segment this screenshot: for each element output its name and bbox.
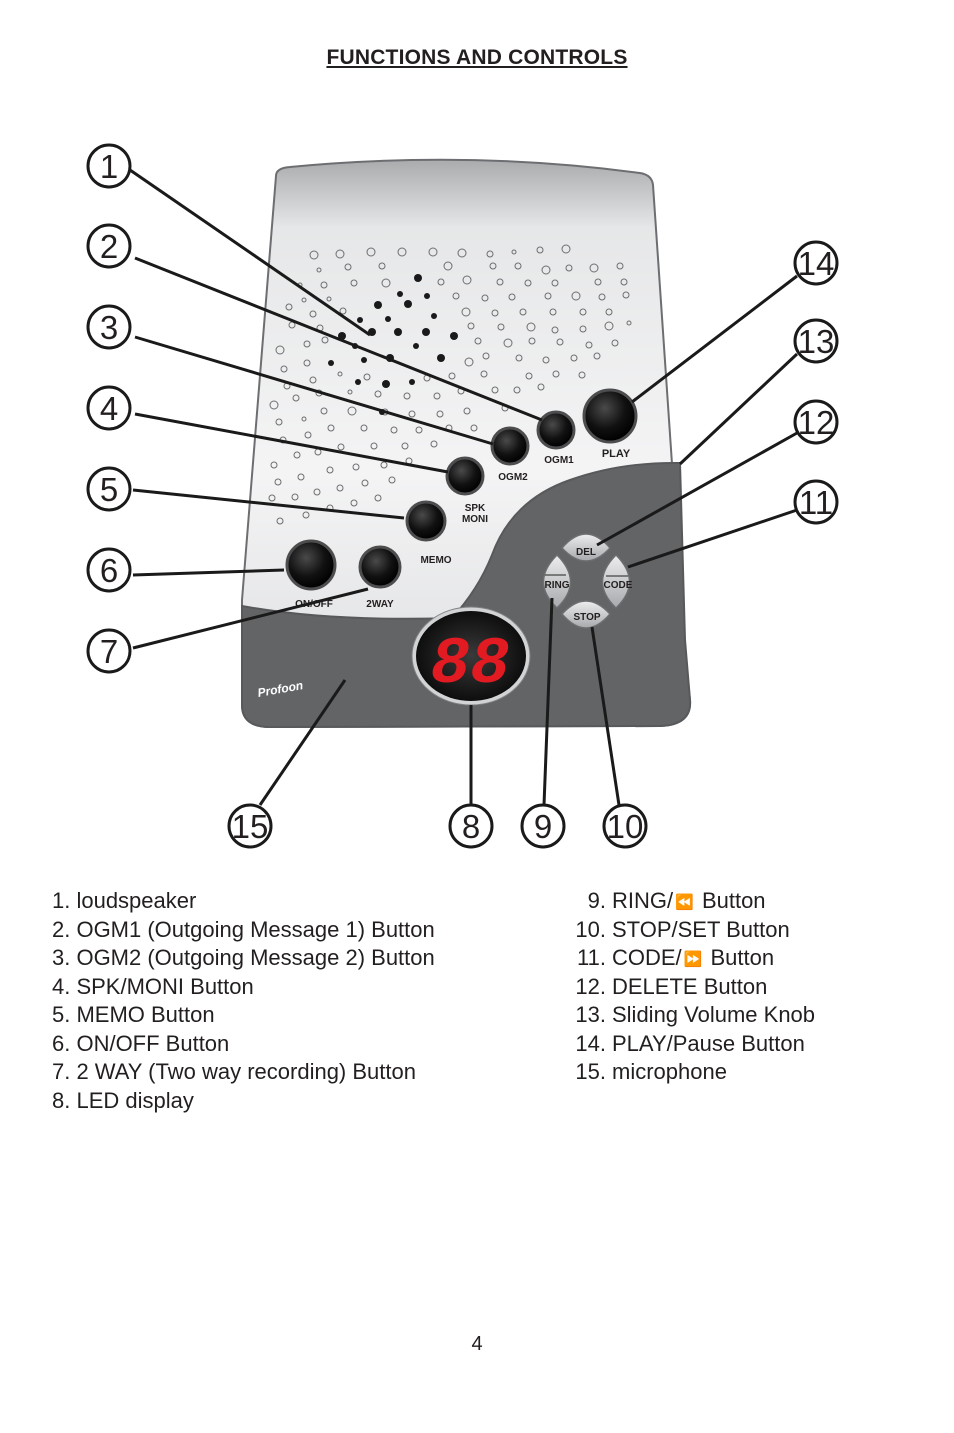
spk-moni-button[interactable] [445, 456, 485, 496]
loudspeaker-grille [268, 244, 632, 525]
play-label: PLAY [602, 448, 631, 460]
legend-text: DELETE Button [612, 973, 768, 999]
memo-button[interactable] [405, 500, 447, 542]
del-button[interactable]: DEL [560, 533, 612, 562]
legend-item: 6. ON/OFF Button [52, 1030, 230, 1056]
stop-label: STOP [573, 612, 600, 623]
legend-number: 10. [575, 916, 606, 942]
callout-4-number: 4 [100, 390, 118, 427]
legend-number: 14. [575, 1030, 606, 1056]
ogm1-button[interactable] [536, 410, 576, 450]
legend-text-suffix: Button [710, 945, 775, 970]
twoway-button[interactable] [358, 545, 402, 589]
legend-item: 1. loudspeaker [52, 888, 197, 913]
legend-text: Sliding Volume Knob [612, 1002, 816, 1027]
callout-8: 8 [448, 803, 494, 849]
callout-12: 12 [793, 399, 839, 445]
led-display: 88 [411, 606, 531, 706]
callout-12-number: 12 [798, 404, 835, 441]
callout-2: 2 [86, 223, 132, 269]
callout-1-number: 1 [100, 148, 118, 185]
callout-4: 4 [86, 385, 132, 431]
legend-item: 3. OGM2 (Outgoing Message 2) Button [52, 945, 435, 970]
ogm2-button[interactable] [490, 426, 530, 466]
ogm2-label: OGM2 [498, 472, 528, 483]
callout-13-number: 13 [798, 323, 835, 360]
code-label: CODE [604, 580, 633, 591]
callout-11: 11 [793, 479, 839, 525]
play-button[interactable] [582, 388, 638, 444]
led-digits: 88 [430, 627, 509, 702]
legend-number: 9. [587, 888, 606, 913]
onoff-label: ON/OFF [295, 599, 333, 610]
onoff-button[interactable] [285, 539, 337, 591]
callout-11-number: 11 [799, 484, 833, 521]
control-panel [241, 461, 692, 729]
legend-right: 9.RING/⏪ Button 10.STOP/SET Button 11.CO… [566, 887, 815, 1087]
callout-10-number: 10 [607, 808, 644, 845]
legend-item: 5. MEMO Button [52, 1002, 215, 1027]
legend-item: 8. LED display [52, 1087, 194, 1113]
callout-7: 7 [86, 628, 132, 674]
fast-forward-icon: ⏩ [683, 951, 703, 968]
code-button[interactable]: CODE [601, 553, 633, 610]
stop-button[interactable]: STOP [560, 600, 612, 629]
legend-text: STOP/SET Button [612, 916, 790, 942]
leader-lines [129, 168, 799, 806]
legend-item: 2. OGM1 (Outgoing Message 1) Button [52, 916, 435, 942]
navigation-pad: DEL RING CODE STOP [542, 533, 633, 629]
legend-text-suffix: Button [701, 888, 766, 913]
spk-label-line1: SPK [465, 503, 486, 514]
legend-item: 10.STOP/SET Button [566, 916, 815, 945]
callout-7-number: 7 [100, 633, 118, 670]
legend-item: 4. SPK/MONI Button [52, 973, 254, 999]
callout-9: 9 [520, 803, 566, 849]
del-label: DEL [576, 547, 596, 558]
memo-label: MEMO [420, 555, 451, 566]
callout-3: 3 [86, 304, 132, 350]
callout-9-number: 9 [534, 808, 552, 845]
legend-left: 1. loudspeaker 2. OGM1 (Outgoing Message… [52, 887, 435, 1115]
legend-item: 13.Sliding Volume Knob [566, 1001, 815, 1030]
callout-2-number: 2 [100, 228, 118, 265]
callout-6: 6 [86, 547, 132, 593]
page-number: 4 [471, 1333, 483, 1355]
callout-1: 1 [86, 143, 132, 189]
callout-5: 5 [86, 466, 132, 512]
legend-item: 12.DELETE Button [566, 973, 815, 1002]
legend-item: 11.CODE/⏩ Button [566, 944, 815, 973]
callout-6-number: 6 [100, 552, 118, 589]
legend-item: 15.microphone [566, 1058, 815, 1087]
callout-14-number: 14 [798, 245, 835, 282]
spk-label-line2: MONI [462, 514, 488, 525]
ring-button[interactable]: RING [542, 553, 572, 610]
callout-15: 15 [227, 803, 273, 849]
callout-15-number: 15 [232, 808, 269, 845]
rewind-icon: ⏪ [675, 894, 694, 911]
callout-10: 10 [602, 803, 648, 849]
callout-14: 14 [793, 240, 839, 286]
ogm1-label: OGM1 [544, 455, 574, 466]
callout-5-number: 5 [100, 471, 118, 508]
legend-number: 15. [575, 1059, 606, 1084]
page-title: FUNCTIONS AND CONTROLS [326, 46, 628, 69]
legend-item: 9.RING/⏪ Button [566, 887, 815, 916]
callout-13: 13 [793, 318, 839, 364]
twoway-label: 2WAY [366, 599, 394, 610]
legend-text: PLAY/Pause Button [612, 1030, 805, 1056]
legend-text: CODE/ [612, 945, 682, 970]
legend-number: 12. [575, 973, 606, 999]
legend-number: 13. [575, 1002, 606, 1027]
callout-8-number: 8 [462, 808, 480, 845]
legend-item: 14.PLAY/Pause Button [566, 1030, 815, 1059]
legend-number: 11. [577, 945, 606, 970]
legend-text: microphone [612, 1059, 727, 1084]
legend-text: RING/ [612, 888, 674, 913]
legend-item: 7. 2 WAY (Two way recording) Button [52, 1059, 416, 1084]
callout-3-number: 3 [100, 309, 118, 346]
ring-label: RING [545, 580, 570, 591]
